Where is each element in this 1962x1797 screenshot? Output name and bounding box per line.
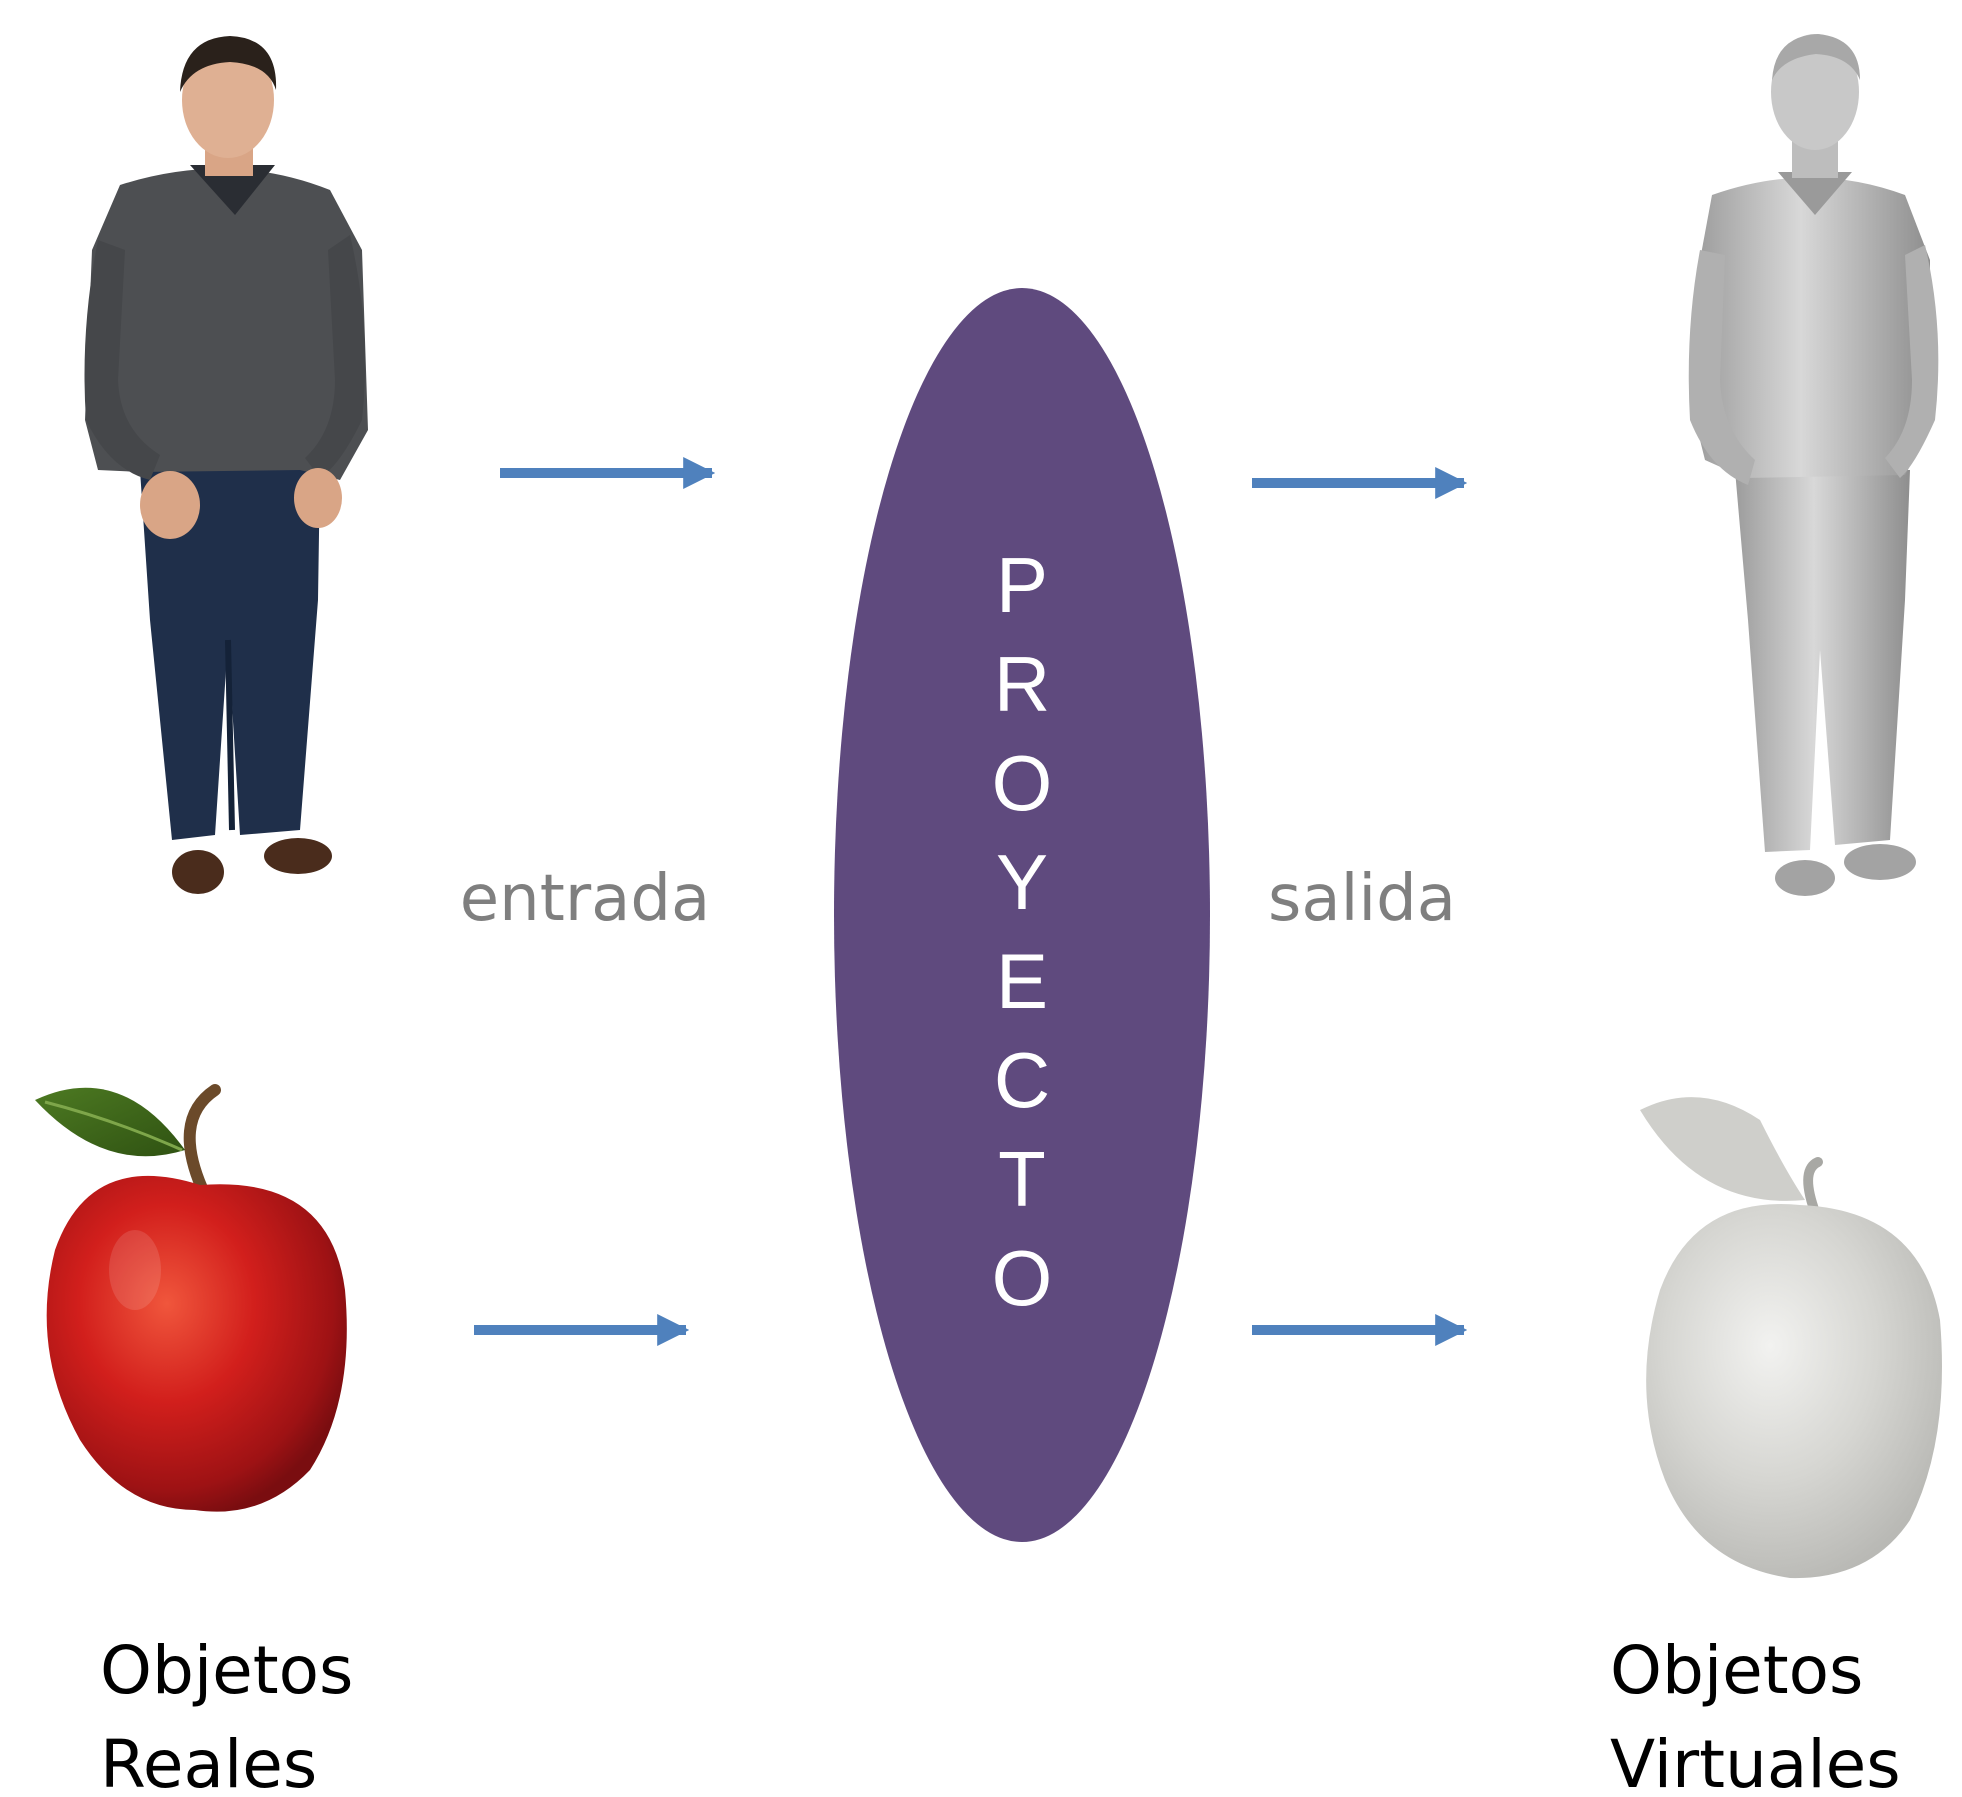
project-letter: C xyxy=(994,1036,1050,1124)
project-letter: T xyxy=(998,1135,1046,1223)
virtual-objects-caption-line-1: Objetos xyxy=(1610,1632,1863,1709)
project-letter: R xyxy=(994,640,1050,728)
apple-3d-model xyxy=(1640,1097,1942,1579)
real-objects-caption-line-1: Objetos xyxy=(100,1632,353,1709)
input-label: entrada xyxy=(460,862,710,936)
project-letter: P xyxy=(996,541,1048,629)
person-3d-model xyxy=(1688,34,1939,896)
real-objects-caption-line-2: Reales xyxy=(100,1726,317,1797)
virtual-objects-caption-line-2: Virtuales xyxy=(1610,1726,1901,1797)
project-letter: Y xyxy=(996,838,1048,926)
project-letter: E xyxy=(996,937,1048,1025)
project-ellipse xyxy=(834,288,1210,1542)
output-label: salida xyxy=(1268,862,1456,936)
project-letter: O xyxy=(992,1234,1053,1322)
red-apple-photo xyxy=(35,1084,347,1512)
person-photo xyxy=(84,36,368,894)
project-letter: O xyxy=(992,739,1053,827)
